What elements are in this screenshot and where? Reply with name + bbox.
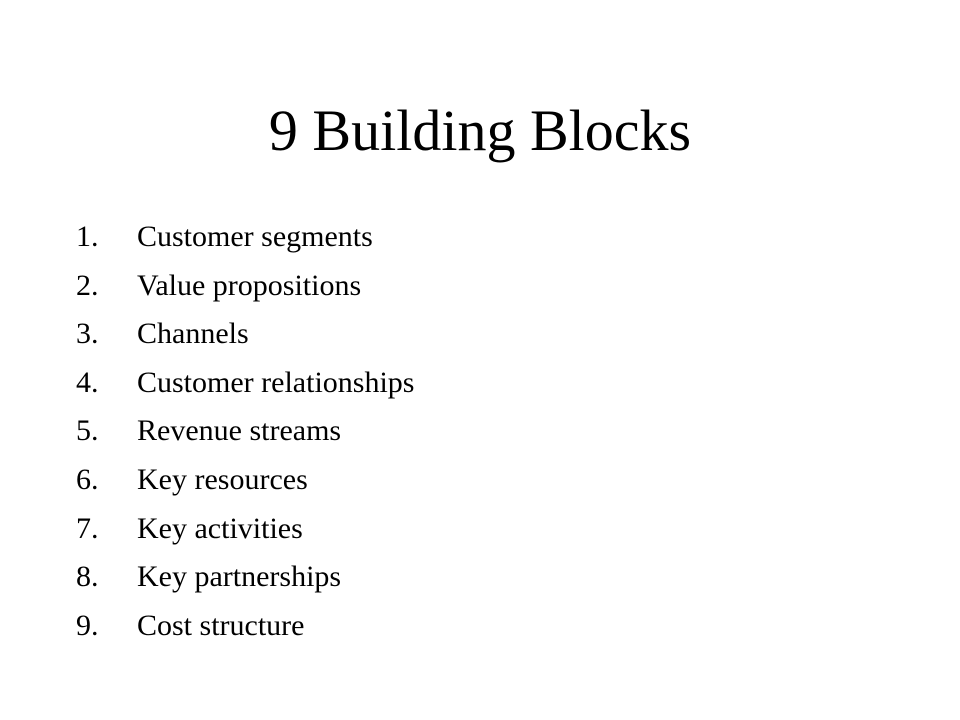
list-item: 6. Key resources xyxy=(76,456,414,505)
item-number: 9. xyxy=(76,608,99,642)
item-label: Channels xyxy=(137,317,249,351)
list-item: 3. Channels xyxy=(76,310,414,359)
item-number: 4. xyxy=(76,365,99,399)
list-item: 5. Revenue streams xyxy=(76,407,414,456)
item-number: 1. xyxy=(76,220,99,253)
item-label: Customer relationships xyxy=(137,365,415,399)
list-item: 8. Key partnerships xyxy=(76,553,414,602)
item-label: Value propositions xyxy=(137,268,362,302)
item-number: 6. xyxy=(76,462,99,496)
list-item: 9. Cost structure xyxy=(76,602,414,651)
list-item: 1. Customer segments xyxy=(76,213,414,262)
item-number: 7. xyxy=(76,511,99,545)
item-label: Cost structure xyxy=(137,608,305,642)
item-label: Key activities xyxy=(137,511,303,545)
building-blocks-list: 1. Customer segments 2. Value propositio… xyxy=(76,213,414,650)
list-item: 7. Key activities xyxy=(76,505,414,554)
list-item: 2. Value propositions xyxy=(76,262,414,311)
slide-title: 9 Building Blocks xyxy=(268,98,692,163)
item-number: 2. xyxy=(76,268,99,302)
item-label: Key partnerships xyxy=(137,560,342,594)
item-number: 5. xyxy=(76,414,99,448)
list-item: 4. Customer relationships xyxy=(76,359,414,408)
item-number: 3. xyxy=(76,317,99,351)
item-label: Key resources xyxy=(137,462,308,496)
item-number: 8. xyxy=(76,560,99,594)
item-label: Revenue streams xyxy=(137,414,342,448)
item-label: Customer segments xyxy=(137,220,373,253)
